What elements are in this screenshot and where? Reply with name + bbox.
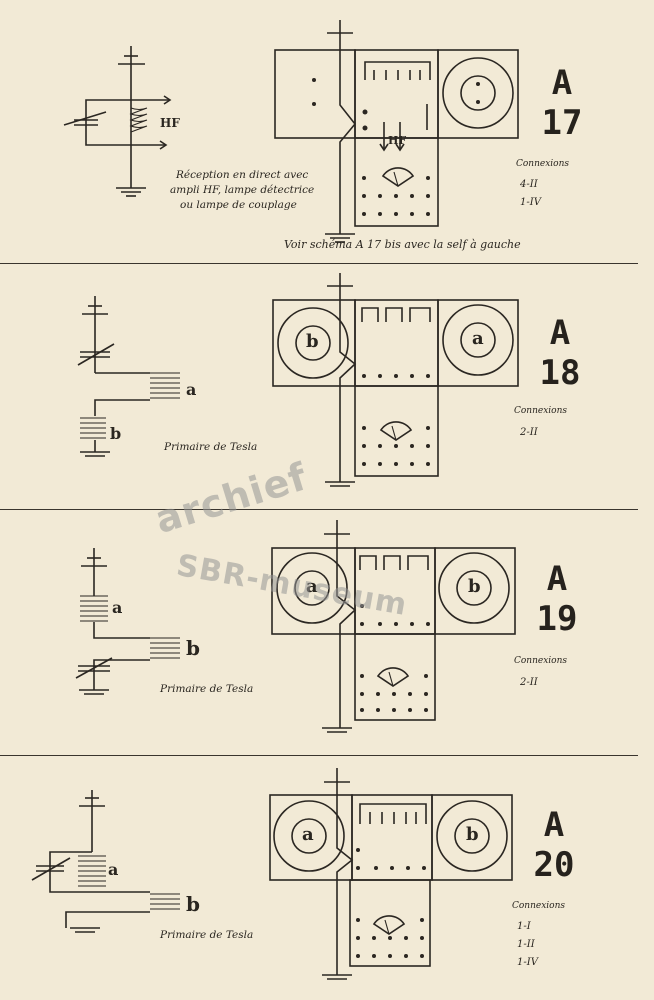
knob-right-label: b (468, 576, 481, 597)
connexion-item: 1-I (517, 921, 531, 932)
coil-a-label: a (112, 598, 123, 617)
knob-right-label: a (472, 328, 484, 349)
coil-b-label: b (110, 424, 122, 443)
hf-label: HF (160, 116, 180, 130)
caption: Primaire de Tesla (160, 929, 254, 941)
schematic-a20 (31, 790, 180, 933)
code-number: 19 (536, 599, 578, 639)
section-divider (0, 755, 638, 756)
schema-note: Voir schéma A 17 bis avec la self à gauc… (284, 238, 521, 251)
panel-a18 (272, 273, 519, 487)
panel-a20 (269, 768, 513, 980)
section-divider (0, 509, 638, 510)
connexion-item: 4-II (520, 179, 538, 190)
connexion-item: 1-II (517, 939, 535, 950)
code-letter: A (543, 805, 565, 845)
caption: Primaire de Tesla (160, 683, 254, 695)
coil-a-label: a (108, 860, 119, 879)
code-number: 20 (533, 845, 575, 885)
knob-left-label: b (306, 331, 319, 352)
schematic-a19 (75, 548, 180, 695)
connexions-title: Connexions (514, 406, 568, 416)
coil-b-label: b (186, 892, 200, 916)
code-number: 18 (539, 353, 581, 393)
code-letter: A (546, 559, 568, 599)
knob-left-label: a (302, 824, 314, 845)
panel-a19 (271, 520, 516, 733)
caption: Primaire de Tesla (164, 441, 258, 453)
connexions-title: Connexions (514, 656, 568, 666)
section-divider (0, 263, 638, 264)
code-number: 17 (541, 103, 583, 143)
knob-left-label: a (306, 576, 318, 597)
description-line-3: ou lampe de couplage (180, 199, 297, 211)
panel-a17 (274, 20, 519, 243)
connexion-item: 2-II (520, 427, 538, 438)
schematic-a17 (63, 46, 172, 197)
hf-arrow-label: HF (388, 134, 407, 147)
connexion-item: 2-II (520, 677, 538, 688)
code-letter: A (551, 63, 573, 103)
connexions-title: Connexions (512, 901, 566, 911)
description-line-2: ampli HF, lampe détectrice (170, 184, 315, 196)
connexion-item: 1-IV (520, 197, 541, 208)
description-line-1: Réception en direct avec (176, 169, 309, 181)
coil-b-label: b (186, 636, 200, 660)
connexions-title: Connexions (516, 159, 570, 169)
schematic-a18 (77, 296, 180, 457)
coil-a-label: a (186, 380, 197, 399)
code-letter: A (549, 313, 571, 353)
connexion-item: 1-IV (517, 957, 538, 968)
knob-right-label: b (466, 824, 479, 845)
